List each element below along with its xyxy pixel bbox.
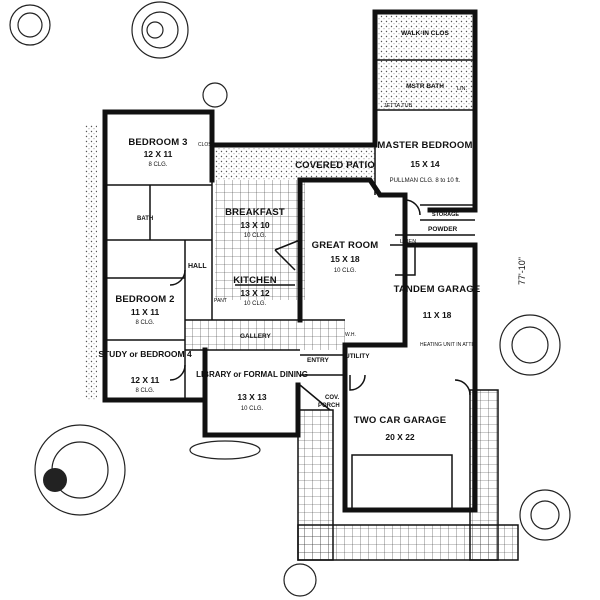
label-storage: STORAGE (432, 212, 459, 218)
gallery-tile (185, 320, 345, 350)
shrub-top-left (9, 4, 51, 46)
interior-walls (105, 59, 475, 411)
label-bed2: BEDROOM 2 (115, 294, 174, 305)
label-walkin: WALK-IN CLOS (401, 30, 449, 37)
size-library: 13 X 13 (237, 392, 267, 402)
size-master: 15 X 14 (410, 159, 440, 169)
kitchen-tile (215, 180, 305, 300)
hedge-left (85, 125, 97, 400)
label-breakfast: BREAKFAST (225, 207, 285, 218)
shrub-bottom-right (519, 489, 571, 541)
landscape-shrubs (9, 1, 571, 597)
label-jetta: JETTA TUB (384, 103, 413, 109)
shrub-top-mid (131, 1, 189, 59)
label-hall: HALL (188, 263, 207, 270)
walls (102, 9, 478, 513)
shrub-dark-left (43, 468, 67, 492)
overall-dimension: 77'-10" (517, 257, 527, 285)
label-wh: W.H. (345, 332, 356, 338)
label-clos-bed3: CLOS. (198, 142, 213, 148)
label-study: STUDY or BEDROOM 4 (98, 349, 192, 359)
label-bath: BATH (137, 216, 153, 222)
label-library: LIBRARY or FORMAL DINING (196, 370, 308, 379)
label-master: MASTER BEDROOM (377, 140, 472, 151)
clg-greatroom: 10 CLG. (334, 268, 357, 274)
size-garage: 20 X 22 (385, 432, 415, 442)
small-labels: STORAGE POWDER LINEN CLOS. BATH HALL PAN… (137, 142, 477, 409)
size-tandem: 11 X 18 (423, 310, 452, 320)
label-greatroom: GREAT ROOM (312, 240, 379, 251)
patio-hatch (215, 145, 375, 180)
label-covpatio: COVERED PATIO (295, 160, 375, 171)
label-heating: HEATING UNIT IN ATTIC (420, 342, 477, 348)
clg-bed2: 8 CLG. (135, 320, 154, 326)
label-porch: PORCH (318, 403, 340, 409)
size-study: 12 X 11 (131, 375, 160, 385)
label-powder: POWDER (428, 226, 458, 233)
shrub-bottom-left (34, 424, 126, 516)
clg-study: 8 CLG. (135, 388, 154, 394)
master-bath-hatch (375, 15, 475, 110)
label-mstr-bath: MSTR BATH (406, 83, 444, 90)
label-kitchen: KITCHEN (233, 275, 277, 286)
clg-library: 10 CLG. (241, 406, 264, 412)
shrub-bottom-center (283, 563, 317, 597)
label-bed3: BEDROOM 3 (128, 137, 187, 148)
label-tandem: TANDEM GARAGE (394, 284, 481, 295)
size-kitchen: 13 X 12 (240, 288, 270, 298)
garage-door (351, 454, 453, 511)
room-labels: WALK-IN CLOS MSTR BATH JETTA TUB LIN. MA… (98, 30, 480, 442)
door-swings (169, 199, 471, 396)
size-bed3: 12 X 11 (144, 149, 173, 159)
label-utility: UTILITY (345, 353, 370, 360)
shrub-tree (202, 82, 228, 108)
clg-bed3: 8 CLG. (148, 162, 167, 168)
label-lin: LIN. (457, 86, 468, 92)
size-breakfast: 13 X 10 (240, 220, 270, 230)
label-garage: TWO CAR GARAGE (354, 415, 447, 426)
clg-master: PULLMAN CLG. 8 to 10 ft. (390, 178, 461, 184)
clg-kitchen: 10 CLG. (244, 301, 267, 307)
label-gallery: GALLERY (240, 333, 271, 340)
label-entry: ENTRY (307, 357, 329, 364)
label-linen: LINEN (400, 239, 416, 245)
label-cov: COV. (325, 395, 339, 401)
label-pantry: PANT (214, 298, 227, 304)
size-bed2: 11 X 11 (131, 307, 160, 317)
paver-walk (297, 389, 519, 561)
size-greatroom: 15 X 18 (330, 254, 360, 264)
clg-breakfast: 10 CLG. (244, 233, 267, 239)
shrub-right (499, 314, 561, 376)
